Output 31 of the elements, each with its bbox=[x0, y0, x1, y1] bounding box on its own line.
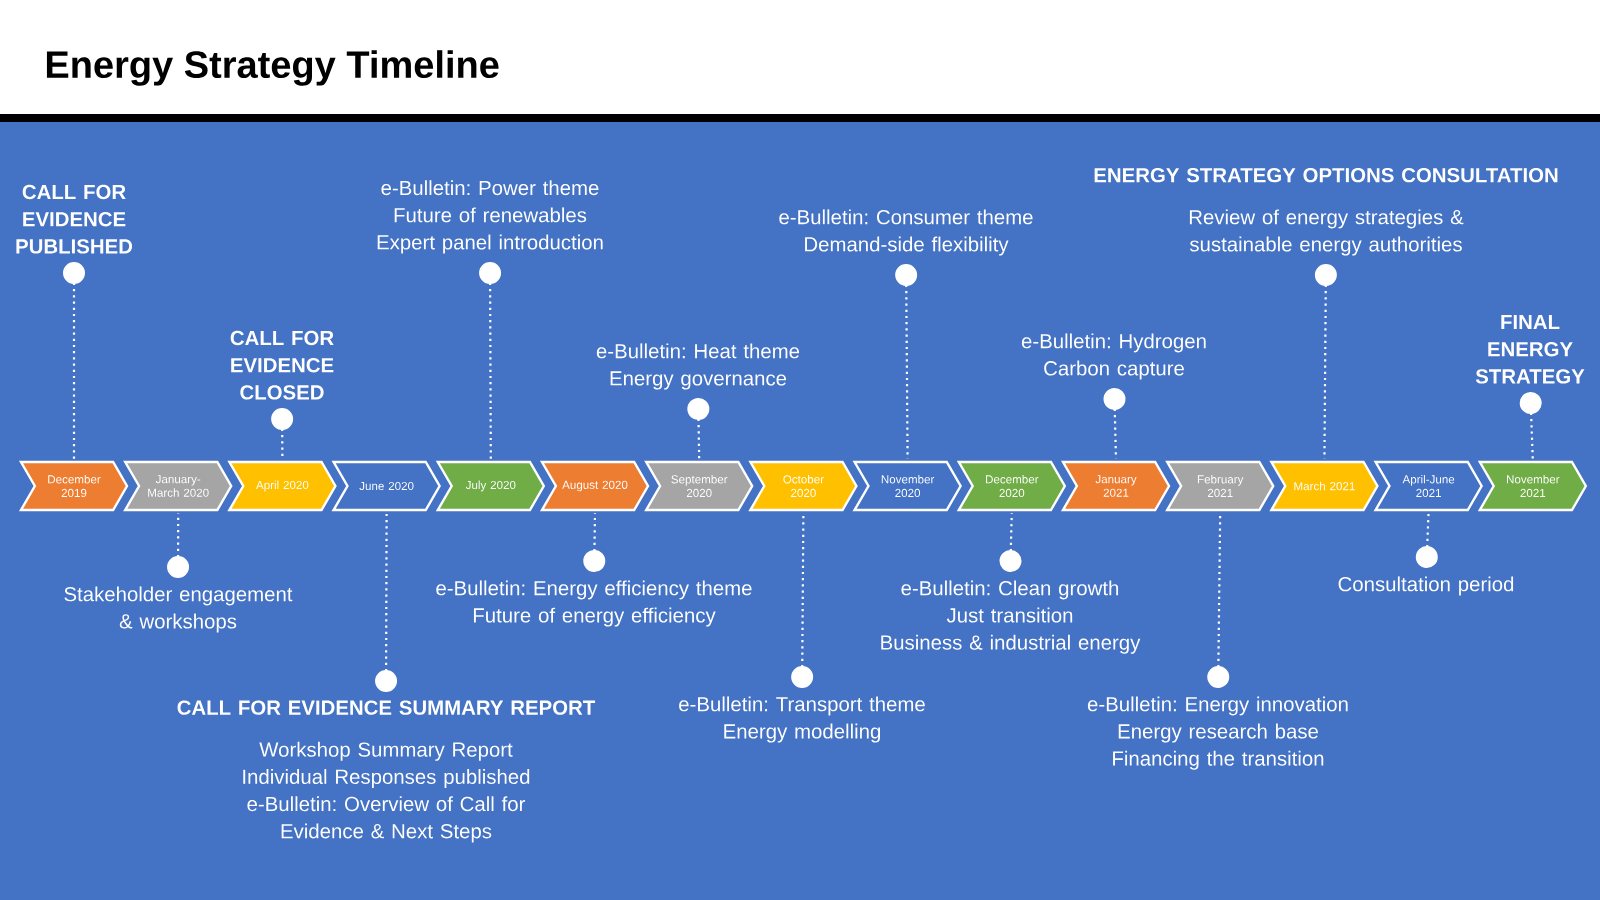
event-text: ENERGY STRATEGY OPTIONS CONSULTATION Review of energy strategies & sustainable energy authorities bbox=[1094, 167, 1558, 256]
pin-line bbox=[583, 513, 606, 572]
event-text: CALL FOR EVIDENCE PUBLISHED bbox=[16, 184, 133, 254]
pin-line bbox=[1314, 264, 1337, 459]
event-text: Consultation period bbox=[1338, 576, 1514, 596]
pin-line bbox=[1207, 513, 1230, 688]
pin-line bbox=[63, 262, 85, 459]
event-text: e-Bulletin: Power theme Future of renewables Expert panel introduction bbox=[377, 180, 603, 254]
pin-line bbox=[1415, 513, 1438, 568]
event-text: CALL FOR EVIDENCE SUMMARY REPORT Workshop Summary Report Individual Responses published e-Bulletin: Overview of Call for Evidence & Next Steps bbox=[177, 700, 596, 843]
pin-line bbox=[791, 513, 814, 688]
event-text: Stakeholder engagement & workshops bbox=[64, 586, 293, 633]
pin-line bbox=[687, 398, 710, 459]
pin-line bbox=[1103, 388, 1126, 459]
event-text: FINAL ENERGY STRATEGY bbox=[1475, 314, 1585, 384]
event-text: CALL FOR EVIDENCE CLOSED bbox=[230, 330, 334, 400]
event-text: e-Bulletin: Energy efficiency theme Future of energy efficiency bbox=[436, 580, 752, 627]
pin-line bbox=[1519, 392, 1542, 459]
event-text: e-Bulletin: Hydrogen Carbon capture bbox=[1021, 333, 1206, 380]
event-text: e-Bulletin: Clean growth Just transition Business & industrial energy bbox=[881, 580, 1141, 654]
pin-line bbox=[375, 513, 398, 692]
pin-line bbox=[895, 264, 918, 459]
event-text: e-Bulletin: Consumer theme Demand-side flexibility bbox=[779, 209, 1033, 256]
pin-line bbox=[271, 408, 294, 459]
pin-line bbox=[167, 513, 190, 578]
pin-line bbox=[999, 513, 1022, 572]
title: Energy Strategy Timeline bbox=[46, 50, 499, 86]
event-text: e-Bulletin: Transport theme Energy modelling bbox=[679, 696, 925, 743]
event-text: e-Bulletin: Energy innovation Energy research base Financing the transition bbox=[1087, 696, 1348, 770]
pin-line bbox=[479, 262, 502, 459]
event-text: e-Bulletin: Heat theme Energy governance bbox=[596, 343, 800, 390]
